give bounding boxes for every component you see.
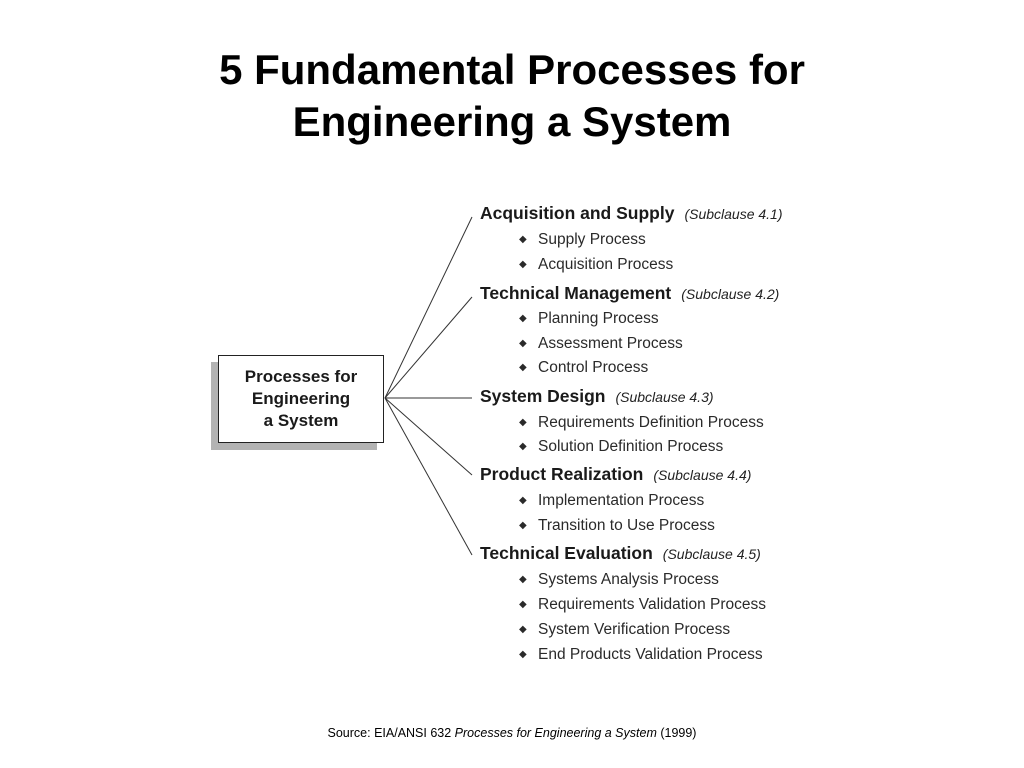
bullet-icon: ◆ [519, 338, 527, 349]
slide-title-line-1: 5 Fundamental Processes for [219, 46, 805, 93]
group-name: Technical Evaluation [480, 543, 653, 563]
bullet-icon: ◆ [519, 259, 527, 270]
slide-title: 5 Fundamental Processes for Engineering … [0, 44, 1024, 148]
list-item: ◆ Assessment Process [519, 335, 683, 353]
connector-technical-management [384, 296, 473, 399]
list-item-label: Supply Process [538, 231, 646, 248]
list-item: ◆ Systems Analysis Process [519, 571, 719, 589]
group-subclause: (Subclause 4.2) [681, 286, 780, 302]
group-heading-system-design: System Design (Subclause 4.3) [480, 386, 714, 407]
group-name: System Design [480, 386, 606, 406]
list-item: ◆ End Products Validation Process [519, 646, 763, 664]
list-item-label: Implementation Process [538, 492, 705, 509]
list-item: ◆ Planning Process [519, 310, 659, 328]
bullet-icon: ◆ [519, 417, 527, 428]
group-heading-technical-evaluation: Technical Evaluation (Subclause 4.5) [480, 543, 761, 564]
slide-title-line-2: Engineering a System [292, 98, 732, 145]
bullet-icon: ◆ [519, 441, 527, 452]
bullet-icon: ◆ [519, 520, 527, 531]
root-line-2: Engineering [251, 389, 351, 408]
root-process-box: Processes for Engineering a System [218, 355, 384, 443]
group-name: Acquisition and Supply [480, 203, 675, 223]
list-item: ◆ Acquisition Process [519, 256, 673, 274]
bullet-icon: ◆ [519, 234, 527, 245]
root-line-3: a System [263, 411, 339, 430]
bullet-icon: ◆ [519, 362, 527, 373]
group-heading-acquisition-supply: Acquisition and Supply (Subclause 4.1) [480, 203, 783, 224]
bullet-icon: ◆ [519, 574, 527, 585]
list-item-label: Control Process [538, 359, 649, 376]
connector-product-realization [384, 397, 473, 476]
list-item: ◆ Transition to Use Process [519, 517, 715, 535]
bullet-icon: ◆ [519, 313, 527, 324]
group-heading-product-realization: Product Realization (Subclause 4.4) [480, 464, 751, 485]
list-item: ◆ Solution Definition Process [519, 438, 723, 456]
connector-technical-evaluation [384, 397, 473, 556]
list-item-label: Transition to Use Process [538, 517, 715, 534]
source-suffix: (1999) [656, 726, 697, 740]
list-item: ◆ Requirements Validation Process [519, 596, 766, 614]
bullet-icon: ◆ [519, 599, 527, 610]
group-subclause: (Subclause 4.4) [653, 467, 752, 483]
list-item-label: Acquisition Process [538, 256, 674, 273]
list-item: ◆ System Verification Process [519, 621, 730, 639]
root-line-1: Processes for [244, 367, 358, 386]
list-item-label: System Verification Process [538, 621, 731, 638]
list-item-label: End Products Validation Process [538, 646, 763, 663]
group-heading-technical-management: Technical Management (Subclause 4.2) [480, 283, 779, 304]
source-prefix: Source: EIA/ANSI 632 [327, 726, 455, 740]
bullet-icon: ◆ [519, 649, 527, 660]
list-item-label: Solution Definition Process [538, 438, 724, 455]
list-item: ◆ Supply Process [519, 231, 646, 249]
bullet-icon: ◆ [519, 495, 527, 506]
list-item-label: Systems Analysis Process [538, 571, 719, 588]
connector-acquisition-supply [384, 216, 473, 399]
source-citation: Source: EIA/ANSI 632 Processes for Engin… [0, 726, 1024, 740]
group-subclause: (Subclause 4.3) [615, 389, 714, 405]
group-name: Product Realization [480, 464, 644, 484]
list-item-label: Planning Process [538, 310, 659, 327]
list-item-label: Requirements Definition Process [538, 414, 764, 431]
list-item: ◆ Implementation Process [519, 492, 704, 510]
group-name: Technical Management [480, 283, 672, 303]
group-subclause: (Subclause 4.5) [662, 546, 761, 562]
list-item-label: Requirements Validation Process [538, 596, 767, 613]
bullet-icon: ◆ [519, 624, 527, 635]
source-title: Processes for Engineering a System [454, 726, 657, 740]
list-item: ◆ Requirements Definition Process [519, 414, 764, 432]
list-item-label: Assessment Process [538, 335, 683, 352]
list-item: ◆ Control Process [519, 359, 648, 377]
group-subclause: (Subclause 4.1) [684, 206, 783, 222]
